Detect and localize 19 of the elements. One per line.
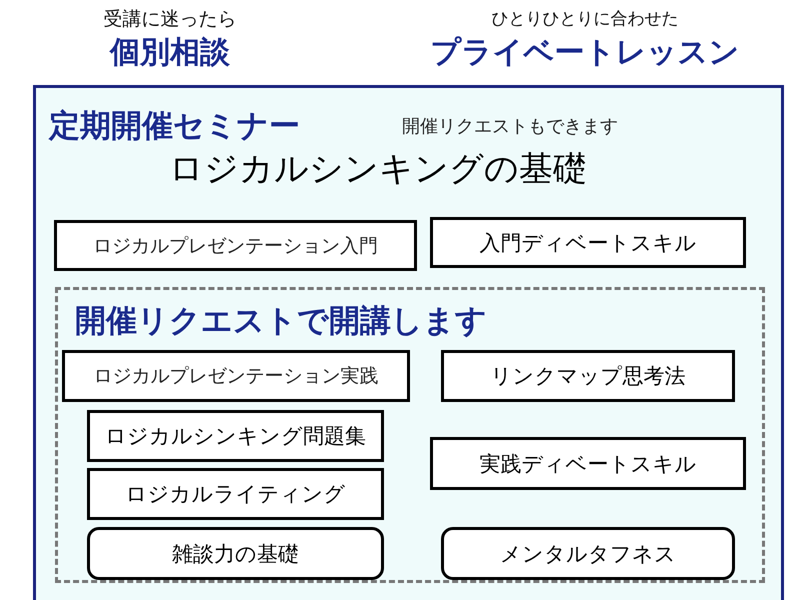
course-box: ロジカルシンキング問題集 [87, 410, 384, 462]
course-box: リンクマップ思考法 [441, 350, 735, 402]
dashed-group-box [55, 287, 765, 583]
rounded-course-box: 雑談力の基礎 [87, 527, 384, 580]
caption-text: ひとりひとりに合わせた [492, 8, 678, 30]
rounded-course-box: メンタルタフネス [441, 527, 735, 580]
course-box: ロジカルプレゼンテーション入門 [54, 220, 417, 271]
heading-text: 個別相談 [110, 34, 230, 72]
group-title: 開催リクエストで開講します [75, 302, 487, 341]
subtitle-text: 開催リクエストもできます [402, 115, 618, 138]
course-box: 実践ディベートスキル [430, 437, 746, 490]
course-box: ロジカルライティング [87, 468, 384, 520]
seminar-title: ロジカルシンキングの基礎 [169, 148, 587, 191]
course-box: 入門ディベートスキル [430, 217, 746, 268]
heading-text: プライベートレッスン [430, 34, 740, 72]
panel-title: 定期開催セミナー [49, 107, 300, 146]
caption-text: 受講に迷ったら [104, 7, 236, 32]
panel-background [33, 85, 784, 600]
course-box: ロジカルプレゼンテーション実践 [62, 350, 410, 402]
